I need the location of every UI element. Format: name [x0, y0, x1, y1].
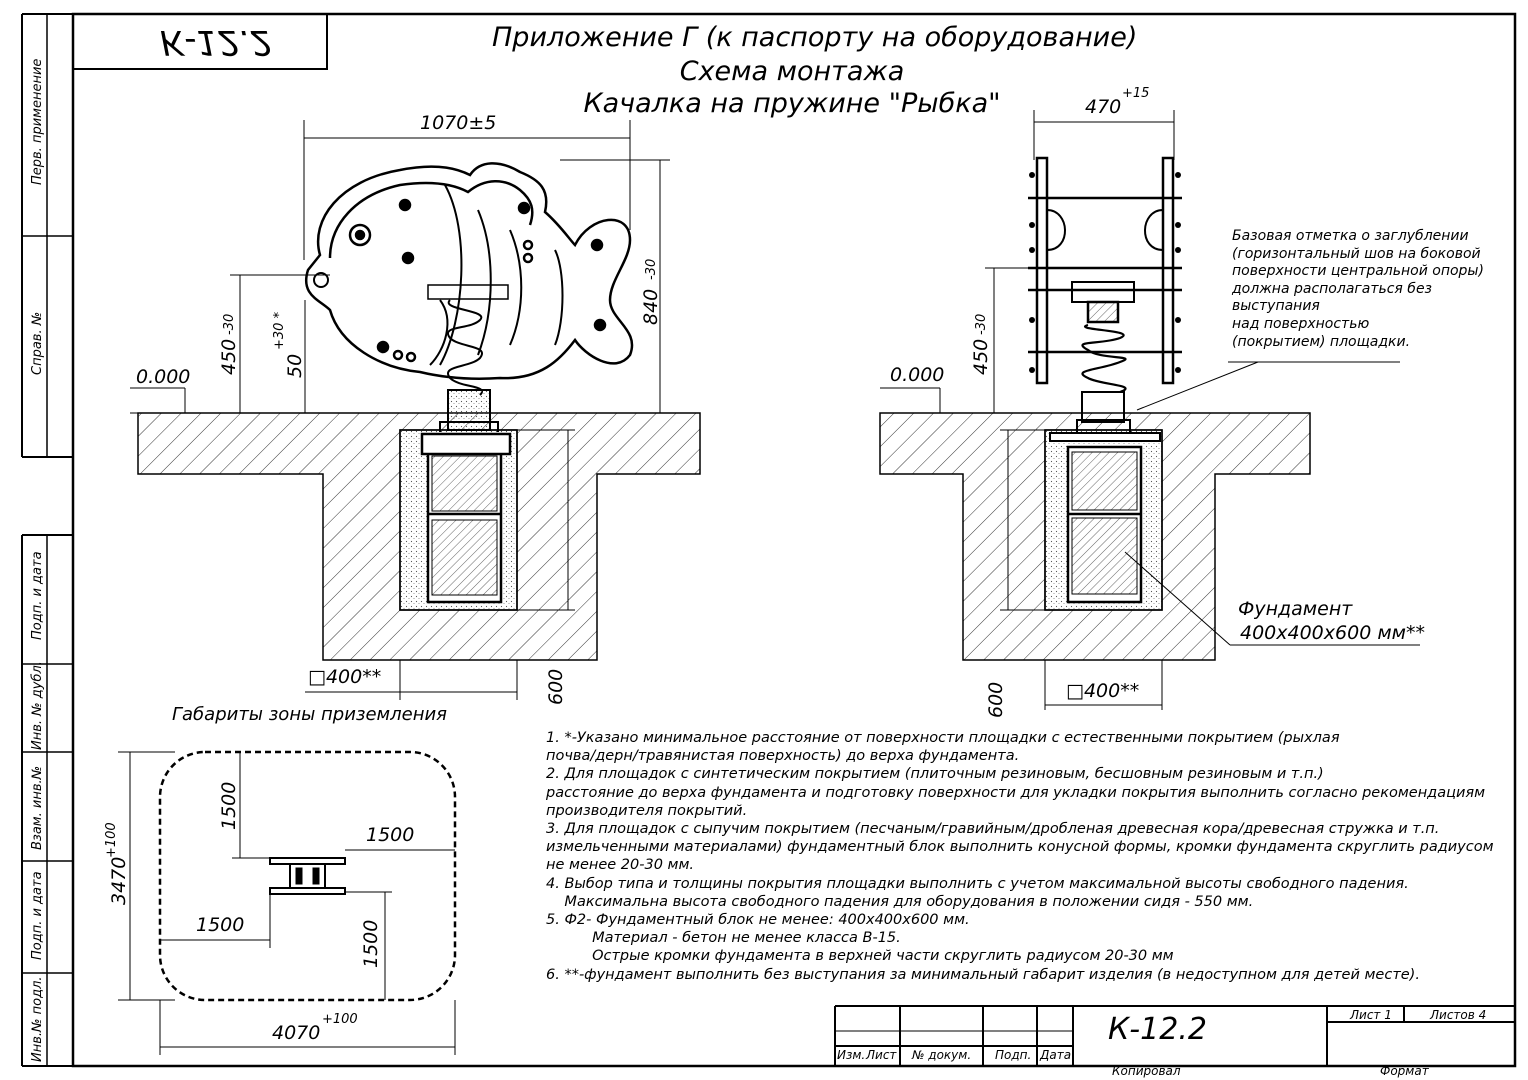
note-line: Максимальна высота свободного падения дл… — [546, 893, 1254, 910]
base-note-line: поверхности центральной опоры) — [1232, 263, 1484, 280]
note-line: Материал - бетон не менее класса В-15. — [546, 930, 901, 947]
note-line: 3. Для площадок с сыпучим покрытием (пес… — [546, 821, 1440, 838]
title-block-col-change: Изм. — [837, 1048, 866, 1062]
base-note-line: (горизонтальный шов на боковой — [1232, 245, 1481, 262]
base-note: Базовая отметка о заглублении (горизонта… — [1232, 228, 1484, 351]
note-line: 5. Ф2- Фундаментный блок не менее: 400х4… — [546, 912, 970, 929]
dim-width-side: 470 — [1085, 96, 1122, 118]
title-block-sheet: Лист 1 — [1350, 1008, 1392, 1022]
notes-block: 1. *-Указано минимальное расстояние от п… — [546, 729, 1494, 984]
dim-tol-50: +30 * — [272, 311, 287, 350]
code-top-box: К-12.2 — [160, 22, 273, 62]
side-dimension-lines — [880, 110, 1420, 710]
dim-tol-450-side: -30 — [974, 313, 989, 335]
title-line-2: Схема монтажа — [679, 56, 905, 87]
stamp-sprav: Справ. № — [30, 311, 45, 375]
square-side: □400** — [1066, 680, 1140, 702]
side-foundation — [879, 412, 1311, 661]
title-block-col-sheet: Лист — [866, 1048, 897, 1062]
fish-front-view — [304, 162, 634, 432]
stamp-inv-dubl: Инв. № дубл. — [30, 661, 45, 750]
stamp-podp-data-2: Подп. и дата — [30, 871, 45, 960]
dim-450-front: 450 — [218, 338, 240, 375]
note-line: 1. *-Указано минимальное расстояние от п… — [546, 730, 1340, 746]
base-note-line: над поверхностью — [1232, 315, 1370, 332]
note-line: Острые кромки фундамента в верхней части… — [546, 948, 1174, 965]
level-side: 0.000 — [890, 364, 945, 386]
title-block-col-doc: № докум. — [912, 1048, 972, 1062]
zone-tol-width: +100 — [322, 1012, 358, 1027]
zone-title: Габариты зоны приземления — [172, 704, 448, 725]
stamp-inv-podl: Инв.№ подл. — [30, 976, 45, 1062]
title-block-code: К-12.2 — [1108, 1012, 1207, 1047]
note-line: 4. Выбор типа и толщины покрытия площадк… — [546, 875, 1409, 892]
note-line: производителя покрытий. — [546, 802, 748, 819]
base-note-line: выступания — [1232, 298, 1320, 315]
note-line: измельченными материалами) фундаментный … — [546, 839, 1494, 856]
fish-side-view — [1028, 156, 1182, 432]
front-dimension-lines — [130, 120, 670, 700]
note-line: почва/дерн/травянистая поверхность) до в… — [546, 748, 1020, 765]
title-line-3: Качалка на пружине "Рыбка" — [583, 88, 1001, 119]
stamp-perv-primenenie: Перв. применение — [30, 58, 45, 185]
title-block-col-sign: Подп. — [995, 1048, 1032, 1062]
landing-zone — [118, 750, 457, 1055]
dim-height-840: 840 — [640, 288, 662, 325]
title-block-format: Формат — [1380, 1064, 1429, 1078]
note-line: расстояние до верха фундамента и подгото… — [546, 784, 1486, 801]
level-front: 0.000 — [136, 366, 191, 388]
dim-tol-450-front: -30 — [222, 313, 237, 335]
dim-tol-840: -30 — [644, 258, 659, 280]
zone-dim-1500-c: 1500 — [196, 914, 245, 936]
title-line-1: Приложение Г (к паспорту на оборудование… — [492, 22, 1138, 53]
note-line: 6. **-фундамент выполнить без выступания… — [546, 966, 1420, 983]
zone-dim-height: 3470 — [108, 856, 130, 905]
base-note-line: должна располагаться без — [1232, 280, 1432, 297]
base-note-line: Базовая отметка о заглублении — [1232, 228, 1469, 244]
front-foundation — [137, 412, 701, 661]
zone-dim-1500-b: 1500 — [366, 824, 415, 846]
title-block-frame — [834, 1005, 1515, 1066]
square-front: □400** — [308, 666, 382, 688]
dim-width-front: 1070±5 — [420, 112, 497, 134]
title-block-copied: Копировал — [1112, 1064, 1181, 1078]
stamp-podp-data-1: Подп. и дата — [30, 551, 45, 640]
foundation-label-2: 400х400х600 мм** — [1240, 622, 1425, 644]
title-block-sheets: Листов 4 — [1430, 1008, 1487, 1022]
dim-50: 50 — [284, 353, 306, 378]
zone-dim-1500-d: 1500 — [360, 919, 382, 968]
note-line: 2. Для площадок с синтетическим покрытие… — [546, 766, 1324, 783]
depth-front: 600 — [545, 668, 567, 705]
sheet-frame — [21, 12, 1517, 1068]
dim-tol-470: +15 — [1122, 86, 1150, 101]
note-line: не менее 20-30 мм. — [546, 857, 695, 874]
dim-450-side: 450 — [970, 338, 992, 375]
zone-dim-width: 4070 — [272, 1022, 321, 1044]
stamp-vzam-inv: Взам. инв.№ — [30, 765, 45, 850]
base-note-line: (покрытием) площадки. — [1232, 333, 1411, 350]
zone-dim-1500-a: 1500 — [218, 781, 240, 830]
depth-side: 600 — [985, 681, 1007, 718]
foundation-label-1: Фундамент — [1238, 598, 1353, 620]
title-block-col-date: Дата — [1040, 1048, 1072, 1062]
zone-tol-height: +100 — [104, 822, 119, 858]
